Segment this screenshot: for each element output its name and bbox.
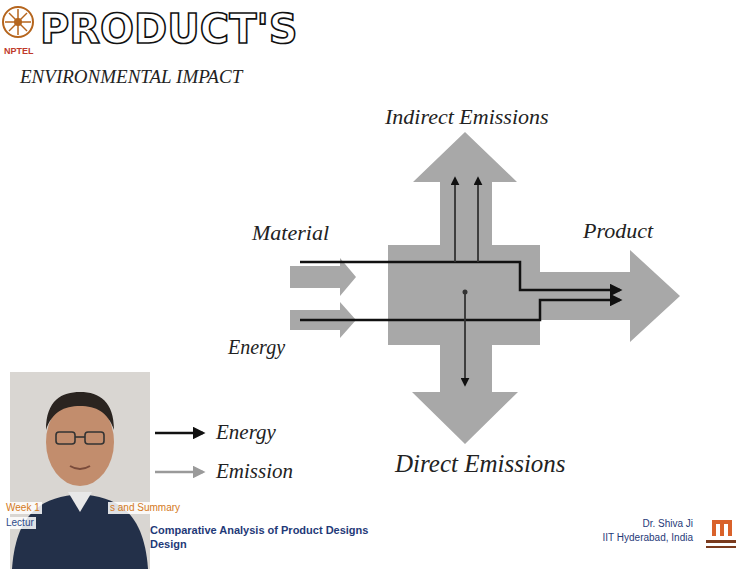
- presenter-video: [10, 372, 150, 569]
- indirect-emission-arrow: [413, 132, 517, 245]
- emission-lines: [455, 178, 478, 385]
- nptel-logo: [3, 7, 33, 37]
- footer-text: Design: [150, 538, 187, 551]
- flow-label: Product: [583, 218, 653, 243]
- iith-logo: [706, 520, 736, 548]
- legend-text: Energy: [216, 420, 276, 444]
- footer-text: Dr. Shiva Ji: [642, 518, 693, 530]
- footer-text: Comparative Analysis of Product Designs: [150, 524, 368, 537]
- split-dot: [463, 290, 468, 295]
- legend-energy-sample: [155, 432, 203, 435]
- energy-lines: [300, 262, 620, 320]
- slide-subtitle: ENVIRONMENTAL IMPACT: [20, 66, 242, 88]
- material-arrow: [290, 258, 356, 296]
- product-arrow: [540, 250, 680, 342]
- flow-label: Direct Emissions: [395, 450, 566, 479]
- logo-text: NPTEL: [4, 46, 34, 56]
- footer-text: IIT Hyderabad, India: [603, 532, 693, 544]
- process-box: [388, 245, 540, 345]
- flow-label: Material: [252, 220, 329, 245]
- footer-text: Lectur: [4, 517, 36, 529]
- footer-text: s and Summary: [108, 502, 182, 514]
- flow-label: Energy: [228, 336, 285, 359]
- flow-label: Indirect Emissions: [385, 104, 549, 129]
- slide-title: PRODUCT'S: [40, 6, 298, 52]
- legend-text: Emission: [216, 459, 293, 483]
- footer-text: Week 1: [4, 502, 42, 514]
- legend-emission-sample: [155, 471, 203, 474]
